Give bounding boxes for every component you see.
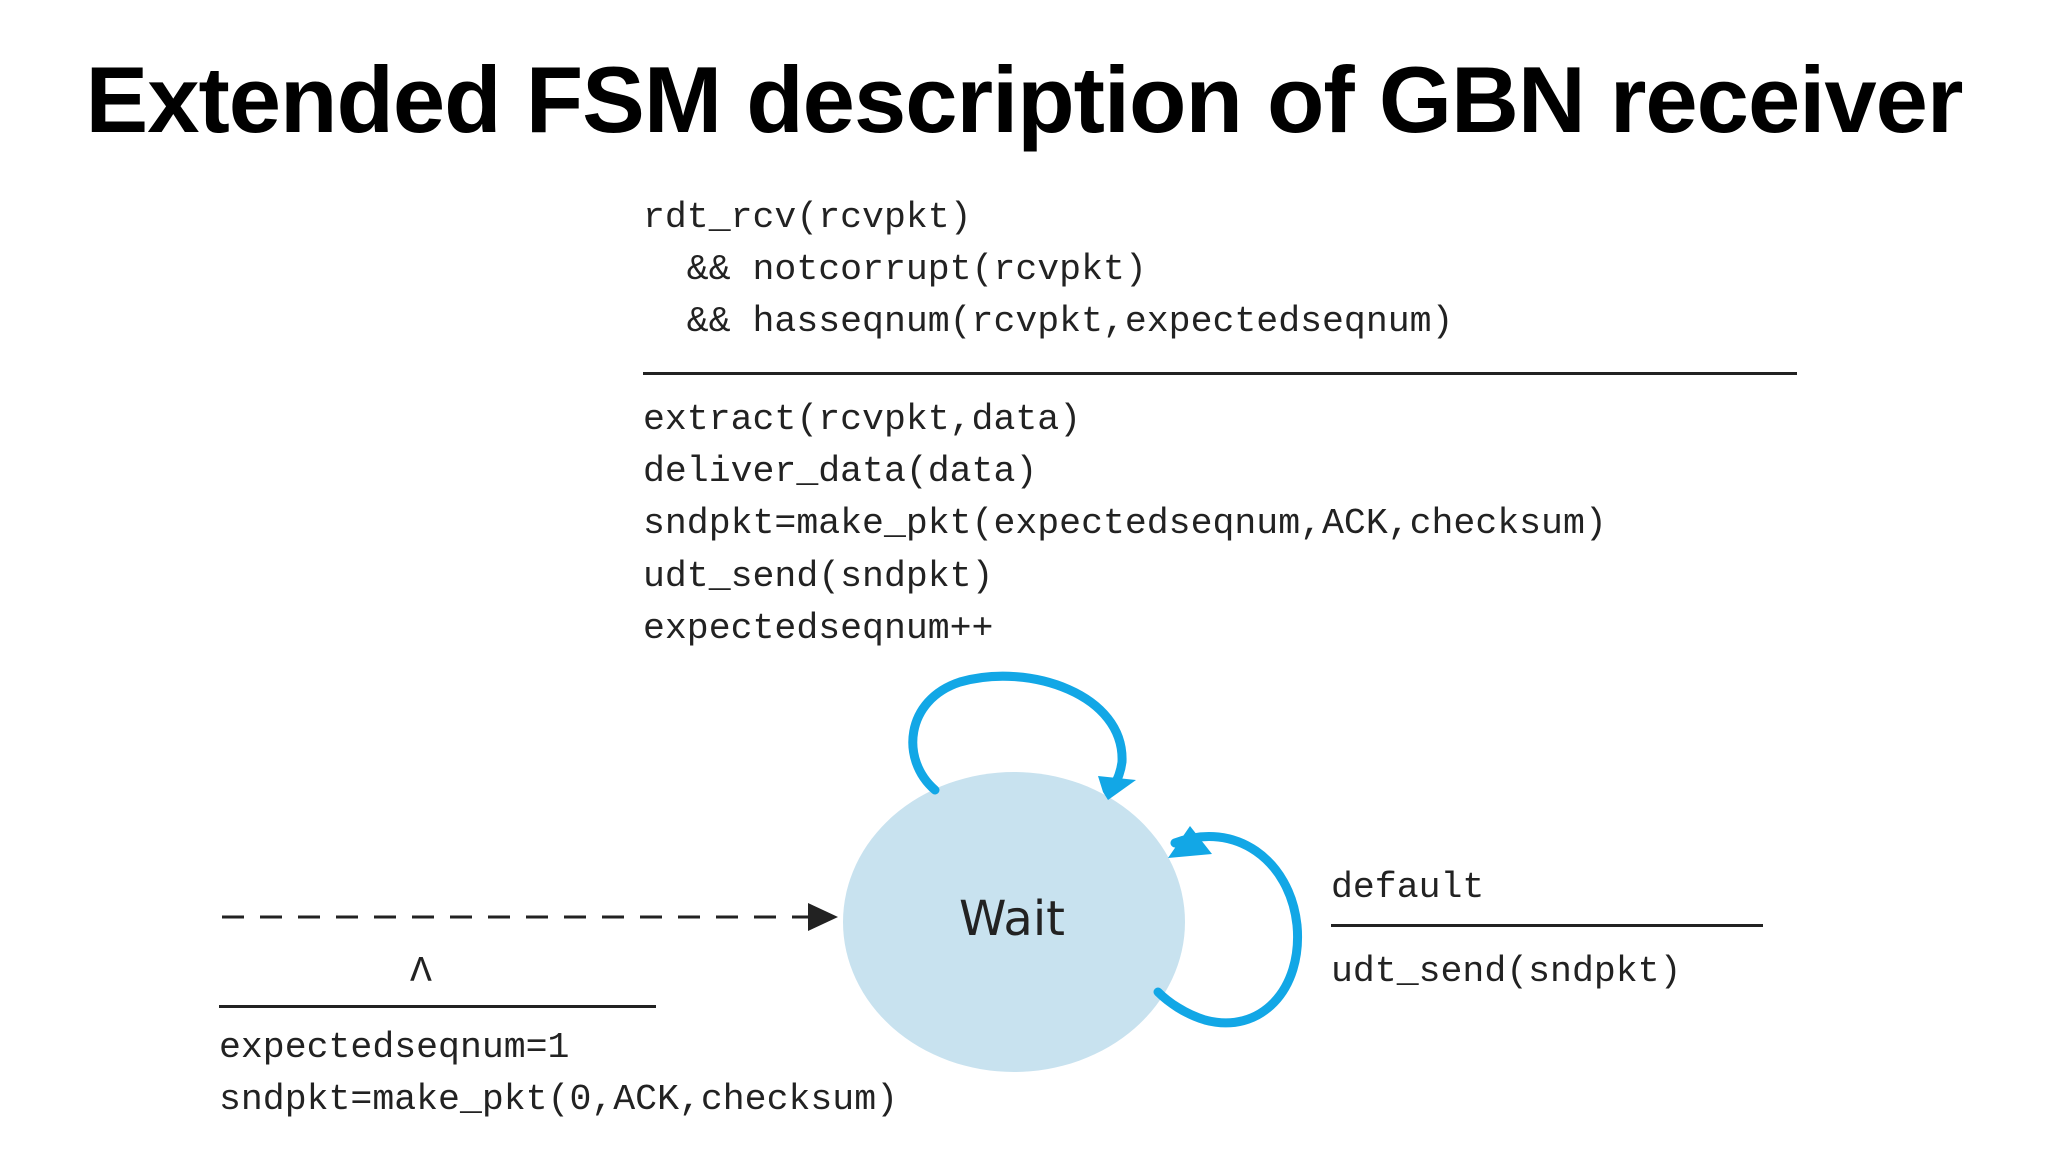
right-self-loop-arrow xyxy=(1153,831,1303,1028)
top-action-line-2: deliver_data(data) xyxy=(643,451,1038,492)
initial-action-line-1: expectedseqnum=1 xyxy=(219,1027,570,1068)
initial-transition-divider xyxy=(219,1005,656,1008)
top-transition-divider xyxy=(643,372,1797,375)
right-condition: default xyxy=(1331,867,1485,908)
top-action-line-4: udt_send(sndpkt) xyxy=(643,556,994,597)
wait-state-label: Wait xyxy=(959,891,1065,947)
wait-state-circle xyxy=(843,772,1185,1072)
initial-action-line-2: sndpkt=make_pkt(0,ACK,checksum) xyxy=(219,1079,899,1120)
top-condition-line-2: && notcorrupt(rcvpkt) xyxy=(643,249,1147,290)
top-action-line-5: expectedseqnum++ xyxy=(643,608,994,649)
slide-title: Extended FSM description of GBN receiver xyxy=(85,47,1964,152)
top-action-line-1: extract(rcvpkt,data) xyxy=(643,399,1082,440)
top-self-loop-arrow xyxy=(908,671,1127,795)
right-transition-divider xyxy=(1331,924,1763,927)
top-condition-line-3: && hasseqnum(rcvpkt,expectedseqnum) xyxy=(643,301,1454,342)
top-action-line-3: sndpkt=make_pkt(expectedseqnum,ACK,check… xyxy=(643,503,1607,544)
top-condition-line-1: rdt_rcv(rcvpkt) xyxy=(643,197,972,238)
right-action: udt_send(sndpkt) xyxy=(1331,951,1682,992)
top-loop-arrowhead xyxy=(1098,776,1136,800)
initial-condition-lambda: Λ xyxy=(410,951,432,992)
initial-arrowhead xyxy=(808,903,838,931)
right-loop-arrowhead xyxy=(1168,826,1212,858)
